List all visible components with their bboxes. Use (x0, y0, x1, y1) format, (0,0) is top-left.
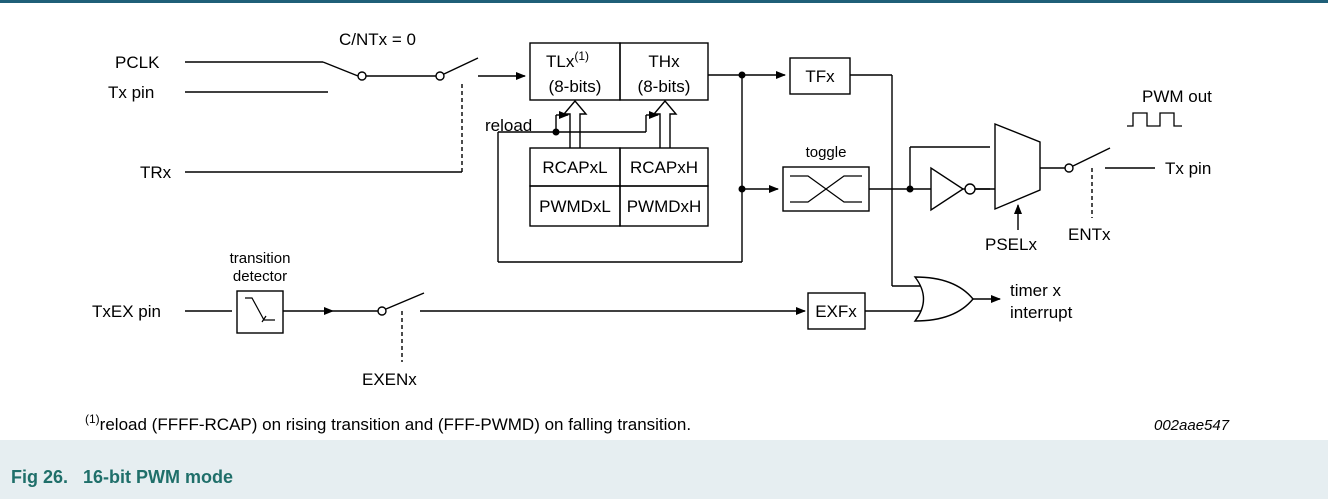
figure-caption: Fig 26. 16-bit PWM mode (11, 467, 234, 487)
thx-bits-label: (8-bits) (638, 77, 691, 96)
thx-block (619, 42, 709, 101)
tlx-bits-label: (8-bits) (549, 77, 602, 96)
reload-arrow-low (562, 99, 588, 148)
txex-pin-label: TxEX pin (92, 302, 161, 321)
reload-label: reload (485, 116, 532, 135)
caption-bar (0, 440, 1328, 499)
toggle-symbol (790, 175, 862, 203)
inverter (930, 166, 965, 212)
trx-label: TRx (140, 163, 172, 182)
exenx-label: EXENx (362, 370, 417, 389)
footnote: (1)reload (FFFF-RCAP) on rising transiti… (85, 412, 691, 434)
out-switch-arm (1072, 147, 1111, 167)
out-switch-pivot (1064, 163, 1074, 173)
rcapxh-label: RCAPxH (630, 158, 698, 177)
transition-detector-block (236, 290, 284, 334)
mux-switch-arm (322, 61, 359, 77)
run-switch-arm (443, 57, 479, 75)
junction-dot (906, 185, 914, 193)
timer-x-label: timer x (1010, 281, 1062, 300)
pclk-label: PCLK (115, 53, 160, 72)
tfx-label: TFx (805, 67, 835, 86)
exen-switch-pivot (377, 306, 387, 316)
exen-switch-arm (385, 292, 425, 310)
reload-arrow-high (652, 99, 678, 148)
tlx-label: TLx(1) (546, 49, 589, 71)
cntx-label: C/NTx = 0 (339, 30, 416, 49)
figure-id: 002aae547 (1154, 417, 1230, 434)
pwmdxh-block (619, 185, 709, 227)
pwm-mode-diagram: PCLK Tx pin TRx C/NTx = 0 reload TLx(1) … (85, 30, 1230, 434)
detector-label: detector (233, 268, 287, 285)
pwmdxh-label: PWMDxH (627, 197, 702, 216)
exfx-label: EXFx (815, 302, 857, 321)
rcapxl-label: RCAPxL (542, 158, 607, 177)
entx-label: ENTx (1068, 225, 1111, 244)
tx-pin-in-label: Tx pin (108, 83, 154, 102)
tfx-block (789, 57, 851, 95)
toggle-label: toggle (806, 144, 847, 161)
tx-pin-out-label: Tx pin (1165, 159, 1211, 178)
interrupt-or-gate (913, 276, 974, 322)
inverter-bubble (964, 183, 976, 195)
thx-label: THx (648, 52, 680, 71)
pwm-waveform-icon (1127, 112, 1182, 127)
pselx-label: PSELx (985, 235, 1037, 254)
junction-dot (738, 185, 746, 193)
mux-switch-pivot (357, 71, 367, 81)
junction-dot (738, 71, 746, 79)
pwm-out-label: PWM out (1142, 87, 1212, 106)
run-switch-pivot (435, 71, 445, 81)
pwm-select-mux (994, 122, 1041, 211)
pwmdxl-label: PWMDxL (539, 197, 611, 216)
transition-label: transition (230, 250, 291, 267)
interrupt-label: interrupt (1010, 303, 1073, 322)
junction-dot (552, 128, 560, 136)
edge-arrowhead (261, 315, 267, 323)
falling-edge-icon (245, 297, 275, 321)
